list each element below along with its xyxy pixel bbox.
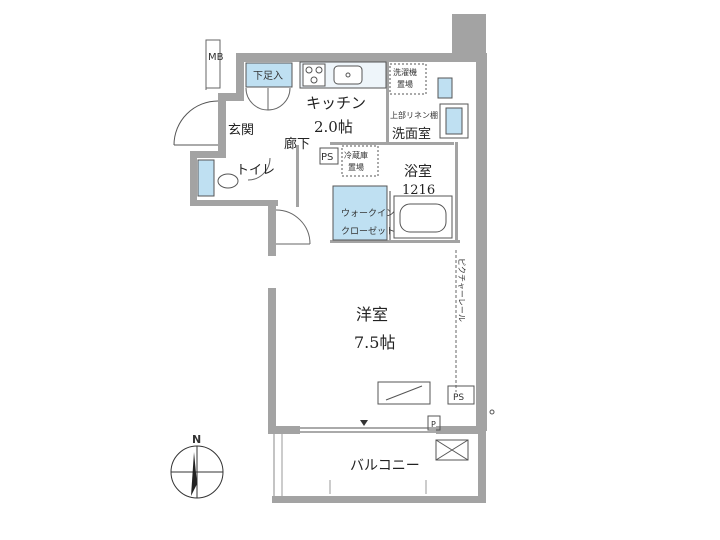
washer-label-2: 置場 [397, 79, 413, 89]
toilet-fixture [197, 157, 271, 197]
shoe-cabinet: 下足入 [245, 62, 293, 88]
svg-text:置場: 置場 [348, 162, 364, 172]
washer-area: 洗濯機 置場 [389, 63, 427, 95]
entrance-door [173, 100, 219, 146]
balcony [272, 434, 486, 503]
washroom-label: 洗面室 [392, 126, 431, 142]
svg-text:PS: PS [453, 393, 464, 403]
kitchen-label: キッチン [306, 94, 366, 112]
western-room-label: 洋室 [356, 305, 388, 324]
compass-north-label: N [192, 433, 201, 446]
room-doors [275, 209, 311, 245]
svg-text:PS: PS [321, 152, 333, 163]
p-box: P [427, 415, 441, 431]
balcony-label: バルコニー [350, 458, 420, 474]
walkin-label-1: ウォークイン [341, 208, 395, 219]
compass: N [170, 433, 224, 499]
bath-size: 1216 [402, 183, 435, 198]
shoe-label: 下足入 [253, 70, 283, 82]
svg-text:冷蔵庫: 冷蔵庫 [344, 150, 368, 160]
wash-basin [437, 77, 469, 139]
marker-dot [489, 409, 495, 415]
walkin-label-2: クローゼット [341, 225, 395, 237]
walkin-closet: ウォークイン クローゼット [332, 185, 395, 241]
corridor-label: 廊下 [284, 136, 310, 152]
room-cabinet [377, 381, 431, 405]
mb-box: MB [205, 39, 224, 90]
svg-text:P: P [431, 420, 436, 429]
genkan-label: 玄関 [228, 123, 254, 138]
compass-arrow-icon [191, 452, 197, 496]
kitchen-counter [299, 61, 387, 89]
washer-label-1: 洗濯機 [393, 67, 417, 77]
linen-shelf-label: 上部リネン棚 [390, 110, 438, 120]
picture-rail-label: ピクチャーレール [457, 258, 466, 322]
bathtub [393, 195, 453, 239]
toilet-label: トイレ [236, 163, 275, 178]
walls [190, 14, 487, 434]
balcony-window [300, 420, 436, 433]
kitchen-size: 2.0帖 [314, 118, 353, 136]
ps-bottom: PS [447, 385, 475, 405]
fridge-space: 冷蔵庫 置場 [341, 145, 379, 177]
ps-top: PS [319, 147, 339, 165]
kitchen-doors [245, 87, 291, 111]
mb-label: MB [208, 52, 224, 63]
bath-label: 浴室 [404, 163, 432, 180]
western-room-size: 7.5帖 [354, 333, 395, 352]
